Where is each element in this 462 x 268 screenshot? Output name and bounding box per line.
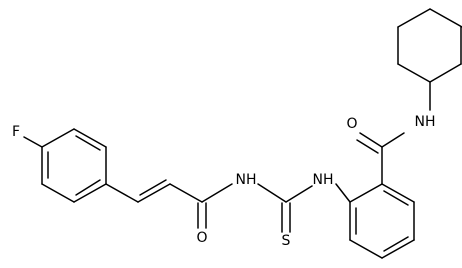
bond [75,135,101,151]
thiourea-nh-label: NH [313,172,334,188]
bond [73,183,107,203]
bond [335,183,351,203]
bond [383,190,409,206]
fluorine-label: F [12,124,20,140]
amide-nh-left-label: NH [236,172,257,188]
bond [381,183,415,203]
bond [285,185,313,203]
benzamide-ring [335,183,415,259]
left-amide [197,183,233,229]
bond [41,183,75,203]
bond [23,136,43,148]
bond [397,8,431,28]
bond [356,139,379,154]
bond [201,183,233,203]
bond [383,236,409,252]
bond [73,128,107,148]
bond [381,132,405,148]
bond [169,183,203,203]
vinyl-linker [105,179,203,203]
amide-oxygen-left-label: O [196,230,207,246]
bond [429,63,462,83]
bond [359,132,383,148]
amide-oxygen-right-label: O [346,116,357,132]
bond [75,179,101,196]
bond [349,239,383,259]
bond [105,183,139,203]
bond [137,183,171,203]
bond [429,8,462,28]
thio-sulfur-label: S [282,233,291,249]
bond [397,63,431,83]
bond [41,128,75,148]
bond [381,239,415,259]
bond [349,183,383,203]
bond [139,179,167,196]
bond [257,183,287,203]
fluorophenyl-ring [41,128,107,203]
right-amide [356,132,405,185]
amide-nh-right-label: NH [415,114,436,130]
thiourea [257,183,313,233]
cyclohexyl-ring [397,8,462,111]
